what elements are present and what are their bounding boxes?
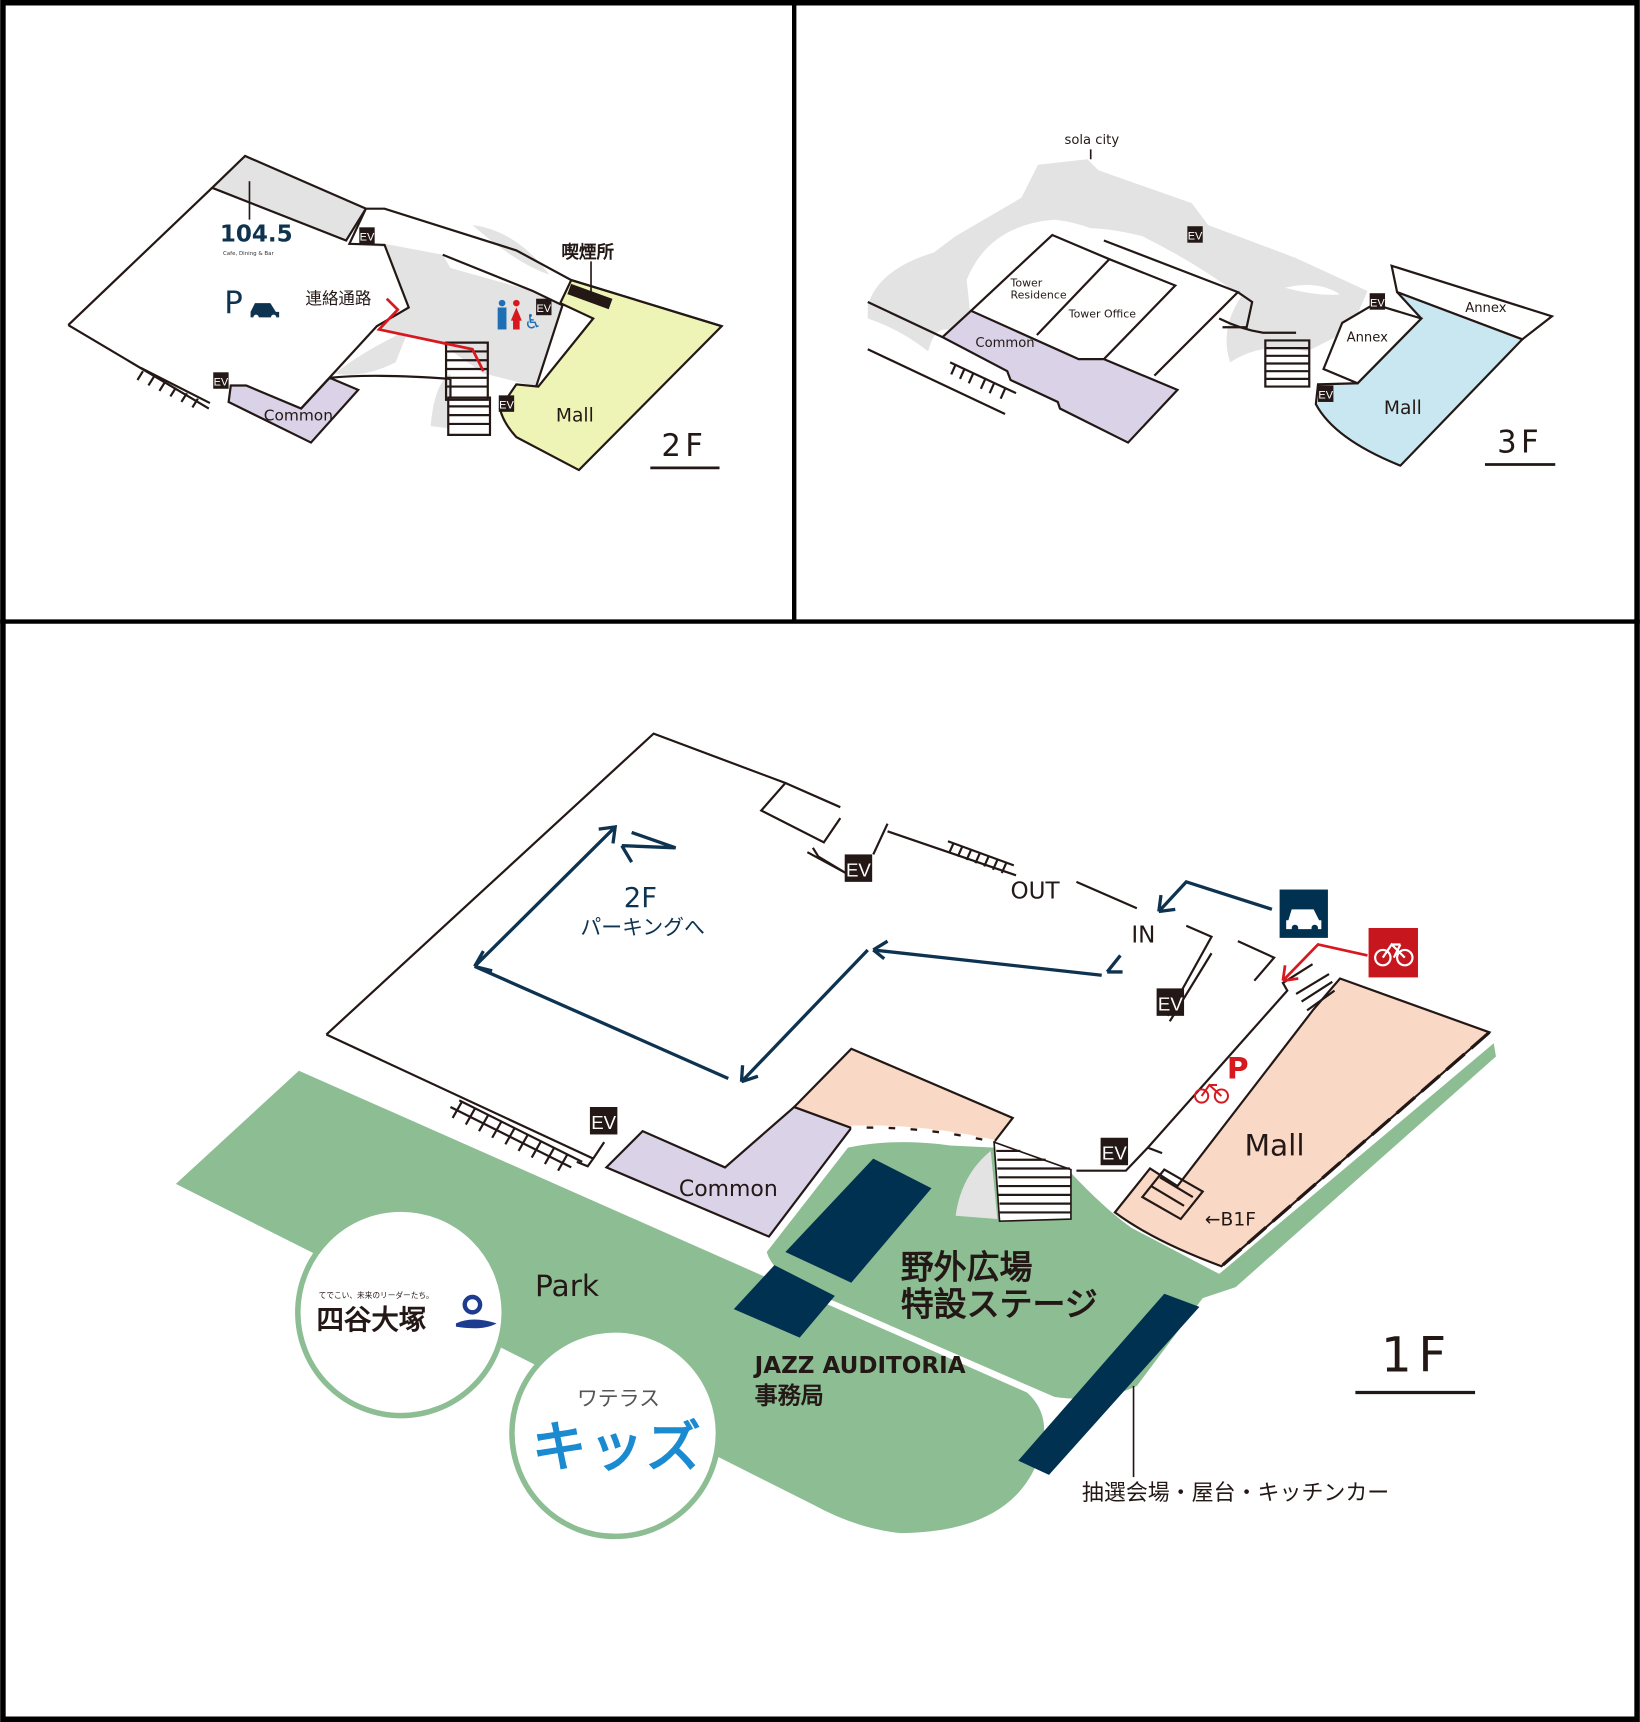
yotsuya-mark-icon <box>455 1294 497 1329</box>
1f-jazz-auditoria-block <box>733 1265 835 1338</box>
3f-common-area <box>940 309 1180 444</box>
logo-yotsuya-text: 四谷大塚 <box>316 1305 426 1336</box>
svg-text:EV: EV <box>1370 297 1385 309</box>
3f-mall-area <box>1314 291 1525 467</box>
3f-ev-badge: EV <box>1318 385 1334 402</box>
1f-lottery-label: 抽選会場・屋台・キッチンカー <box>1082 1481 1389 1506</box>
1f-floor-title: 1F <box>1381 1328 1453 1384</box>
3f-tower-residence-label: Residence <box>1011 289 1067 302</box>
2f-smoking-label: 喫煙所 <box>561 242 614 263</box>
1f-stage-block <box>785 1158 932 1283</box>
2f-mall-label: Mall <box>556 406 594 427</box>
1f-jazz-label: JAZZ AUDITORIA <box>753 1353 966 1379</box>
svg-text:EV: EV <box>1318 390 1333 402</box>
1f-ev-badge: EV <box>844 854 873 882</box>
3f-annex-inner-label: Annex <box>1347 331 1389 346</box>
2f-common-area <box>227 376 361 444</box>
car-icon <box>250 303 280 321</box>
svg-text:EV: EV <box>536 303 551 315</box>
1f-in-label: IN <box>1131 922 1155 948</box>
3f-annex-outer-label: Annex <box>1465 301 1507 316</box>
svg-text:EV: EV <box>1102 1143 1127 1164</box>
1f-ev-badge: EV <box>589 1107 618 1135</box>
1f-park-area <box>175 1070 1045 1534</box>
svg-text:EV: EV <box>846 859 871 880</box>
3f-tower-office-label: Tower Office <box>1068 307 1137 320</box>
1f-park-label: Park <box>535 1268 600 1303</box>
logo-kids-text: キッズ <box>532 1415 703 1479</box>
1f-plaza-area <box>766 1043 1496 1399</box>
1f-ev-badge: EV <box>1100 1137 1129 1166</box>
yotsuya-otsuka-logo <box>295 1206 508 1419</box>
2f-mall-area <box>498 278 724 472</box>
1f-stage-label: 野外広場 <box>901 1247 1033 1286</box>
route-arrows <box>473 825 1368 1084</box>
2f-corridor <box>349 243 563 387</box>
logo-yotsuya-tagline: てでこい、未来のリーダーたち。 <box>319 1290 434 1300</box>
3f-common-label: Common <box>975 336 1034 351</box>
svg-text:EV: EV <box>360 232 375 244</box>
floor-1f-map: EV EV EV EV てでこい、未来のリーダーたち。 四谷大塚 ワテラス キッ… <box>175 732 1496 1540</box>
svg-text:EV: EV <box>214 376 229 388</box>
1f-mall-area <box>1113 977 1492 1268</box>
2f-cafe-sub: Cafe, Dining & Bar <box>223 251 275 257</box>
1f-bike-parking-label: P <box>1227 1050 1249 1085</box>
2f-ev-badge: EV <box>359 227 375 244</box>
bicycle-parking-icon <box>1368 927 1418 978</box>
2f-cafe-name: 104.5 <box>220 222 293 248</box>
1f-mall-label: Mall <box>1244 1127 1304 1162</box>
car-parking-icon <box>1279 889 1328 938</box>
waterras-kids-logo <box>509 1327 722 1540</box>
3f-mall-label: Mall <box>1384 398 1422 419</box>
1f-to-2f-parking-label: パーキングへ <box>580 916 705 940</box>
1f-stage-label: 特設ステージ <box>901 1285 1098 1324</box>
svg-text:EV: EV <box>591 1112 616 1133</box>
1f-stairs <box>993 1140 1072 1223</box>
2f-ev-badge: EV <box>498 395 514 412</box>
accessible-icon: ♿ <box>524 310 542 333</box>
2f-ev-badge: EV <box>536 298 552 316</box>
3f-tower-residence-label: Tower <box>1010 277 1043 290</box>
svg-text:EV: EV <box>499 400 514 412</box>
svg-text:EV: EV <box>1158 993 1183 1014</box>
1f-lottery-block <box>1018 1293 1200 1475</box>
2f-common-label: Common <box>264 407 333 425</box>
1f-out-label: OUT <box>1011 878 1061 904</box>
2f-connector-label: 連絡通路 <box>305 289 371 308</box>
3f-ev-badge: EV <box>1369 293 1385 310</box>
svg-text:EV: EV <box>1188 230 1203 242</box>
1f-b1f-label: ←B1F <box>1205 1210 1256 1231</box>
bicycle-icon <box>1194 1083 1229 1104</box>
2f-floor-title: 2F <box>661 428 707 464</box>
3f-sola-city-label: sola city <box>1064 133 1119 148</box>
3f-corridor <box>867 159 1368 363</box>
1f-common-label: Common <box>679 1177 778 1202</box>
floor-3f-map: EV EV EV sola city Tower Residence Tower… <box>867 133 1556 467</box>
2f-parking-label: P <box>224 285 243 321</box>
logo-waterras-text: ワテラス <box>577 1387 660 1411</box>
3f-floor-title: 3F <box>1497 424 1543 460</box>
1f-ev-badge: EV <box>1156 988 1185 1016</box>
2f-ev-badge: EV <box>213 372 229 389</box>
3f-ev-badge: EV <box>1187 226 1203 243</box>
1f-jazz-office-label: 事務局 <box>755 1383 824 1410</box>
1f-to-2f-label: 2F <box>624 883 657 914</box>
3f-annex-inner <box>1322 303 1424 385</box>
floor-2f-map: EV EV EV EV ♿ 104.5 Cafe, Dining & Bar P… <box>67 154 724 472</box>
restroom-icon <box>497 299 522 330</box>
